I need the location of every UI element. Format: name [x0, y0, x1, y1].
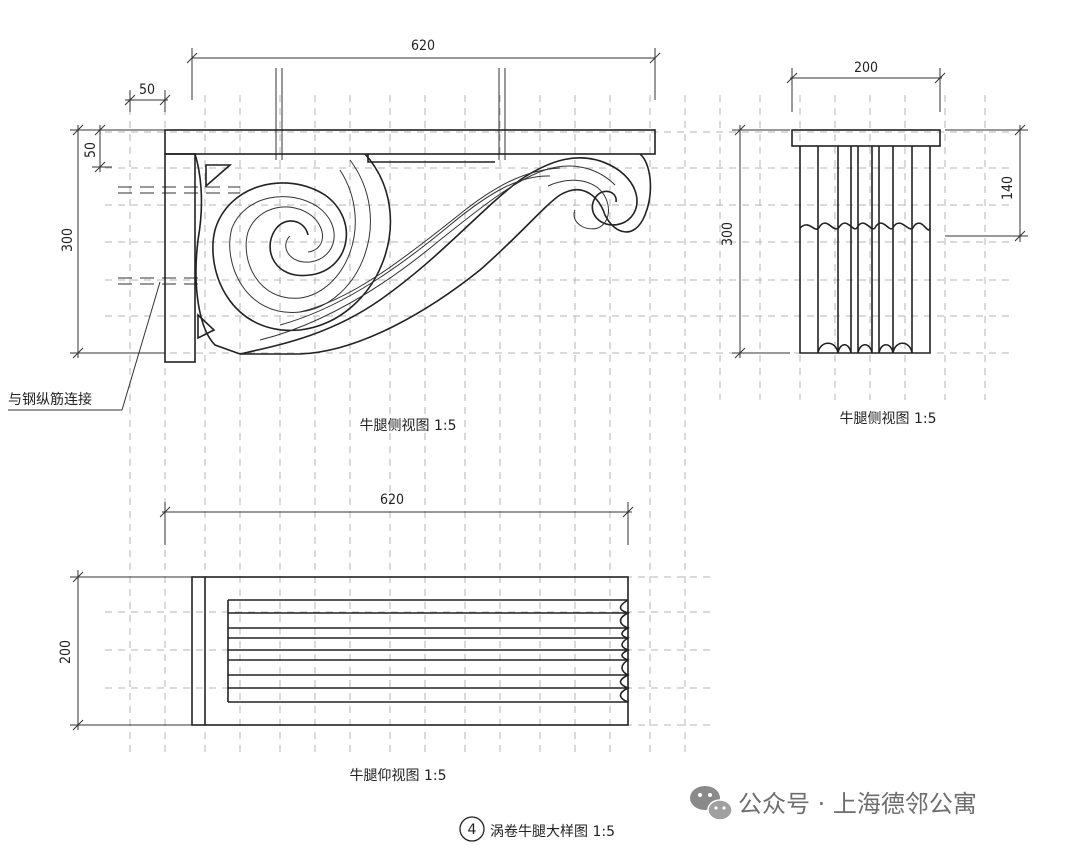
end-view: 200 300 140 [720, 60, 1028, 427]
end-flutes [799, 146, 931, 354]
bottom-view-caption: 牛腿仰视图 1:5 [350, 768, 447, 784]
dim-300-end-label: 300 [720, 222, 736, 246]
scroll-body [194, 153, 652, 355]
dim-140-end: 140 [945, 124, 1028, 242]
lower-triangle [197, 313, 216, 340]
dim-620-bottom: 620 [159, 492, 634, 545]
dim-200-top: 200 [786, 60, 946, 112]
dim-200-bottom: 200 [58, 570, 192, 731]
dim-300-end: 300 [720, 124, 790, 359]
bottom-grooves [227, 599, 631, 703]
dim-200-bottom-label: 200 [58, 640, 74, 664]
bottom-outline [191, 576, 629, 726]
rebar-note: 与钢纵筋连接 [8, 281, 161, 411]
wall-block [164, 153, 196, 363]
title-number-circle [459, 816, 485, 842]
drawing-title: 4 涡卷牛腿大样图 1:5 [459, 816, 615, 842]
dim-50-vertical: 50 [83, 124, 165, 173]
end-top-plate [791, 129, 941, 147]
dim-620-label: 620 [411, 38, 435, 54]
upper-triangle [205, 164, 233, 188]
end-body [799, 146, 931, 354]
dim-50-horizontal: 50 [124, 82, 171, 112]
dim-140-label: 140 [1000, 176, 1016, 200]
rebar-note-text: 与钢纵筋连接 [8, 391, 92, 408]
side-view-caption: 牛腿侧视图 1:5 [360, 418, 457, 434]
watermark: 公众号 · 上海德邻公寓 [690, 786, 977, 821]
dim-50-v-label: 50 [83, 142, 99, 158]
dim-620-top: 620 [186, 38, 661, 100]
dim-200-end-label: 200 [854, 60, 878, 76]
title-number: 4 [468, 822, 477, 838]
dim-300-label: 300 [60, 228, 76, 252]
watermark-text: 公众号 · 上海德邻公寓 [738, 790, 977, 818]
title-text: 涡卷牛腿大样图 1:5 [490, 824, 615, 840]
dim-50-h-label: 50 [139, 82, 155, 98]
dim-620-bottom-label: 620 [380, 492, 404, 508]
side-view: 620 50 50 300 [8, 38, 661, 434]
end-view-caption: 牛腿侧视图 1:5 [840, 411, 937, 427]
bottom-view: 620 200 牛腿仰视图 1:5 [58, 492, 634, 784]
dim-300-vertical: 300 [60, 124, 165, 359]
top-plate [164, 129, 656, 155]
wechat-icon [690, 786, 733, 821]
rebar-marks [118, 68, 506, 285]
